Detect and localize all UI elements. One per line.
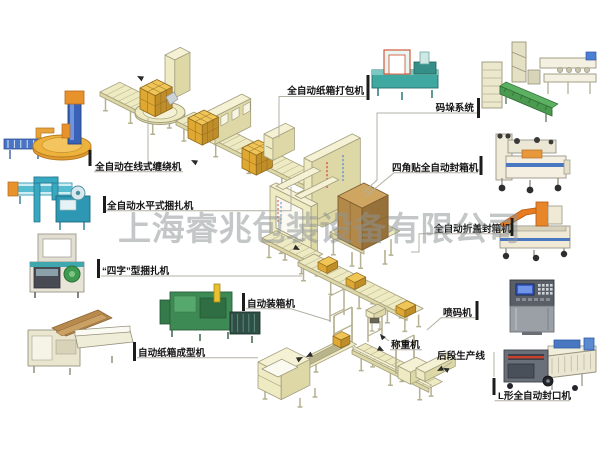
label-case-packer: 自动装箱机	[247, 298, 295, 310]
corner-sealer-machine	[495, 133, 571, 194]
label-l-sealer: L形全自动封口机	[498, 390, 571, 402]
palletizing-cell	[269, 133, 401, 273]
carton-strapper-machine	[371, 49, 439, 100]
horizontal-strapper-machine	[7, 176, 91, 230]
carton-former-machine	[27, 309, 134, 375]
label-checkweigher: 称重机	[391, 339, 420, 351]
label-tick-flap-sealer	[510, 218, 514, 236]
bagging-machine	[257, 347, 318, 408]
line-exit-beam	[415, 352, 456, 382]
label-tick-online-wrapper	[88, 150, 92, 166]
leader-backend-line	[442, 361, 453, 369]
label-tick-frame-strapper	[97, 259, 100, 278]
label-tick-carton-former	[133, 342, 136, 361]
label-tick-inkjet-printer	[475, 301, 479, 320]
leader-inkjet-printer	[426, 317, 475, 331]
label-online-wrapper: 全自动在线式缠绕机	[94, 161, 182, 173]
label-corner-sealer: 四角贴全自动封箱机	[392, 162, 479, 174]
wrapper-machine	[3, 90, 92, 161]
case-packer-machine	[159, 283, 261, 343]
leader-corner-sealer	[365, 172, 478, 197]
l-sealer-machine	[503, 337, 597, 391]
label-tick-corner-sealer	[479, 156, 483, 175]
leader-horizontal-strapper	[106, 187, 292, 212]
label-frame-strapper: “四字”型捆扎机	[102, 265, 170, 277]
label-tick-carton-strapper	[366, 75, 370, 100]
label-carton-former: 自动纸箱成型机	[138, 347, 206, 359]
label-tick-palletizer	[477, 98, 480, 118]
frame-strapper-machine	[29, 233, 85, 298]
leader-case-packer	[246, 308, 332, 322]
label-backend-line: 后段生产线	[437, 350, 485, 362]
label-tick-l-sealer	[492, 378, 496, 395]
label-horizontal-strapper: 全自动水平式捆扎机	[106, 200, 194, 212]
callout-labels: 全自动纸箱打包机 码垛系统 全自动在线式缠绕机 四角贴全自动封箱机 全自动水平式…	[88, 75, 571, 402]
leader-palletizer	[362, 112, 477, 194]
leader-flap-sealer	[411, 233, 510, 253]
label-flap-sealer: 全自动折盖封箱机	[433, 223, 511, 235]
label-carton-strapper: 全自动纸箱打包机	[286, 85, 364, 97]
watermark-text: 上海睿兆包装设备有限公司	[118, 211, 521, 248]
label-palletizer: 码垛系统	[436, 102, 475, 114]
inkjet-printer-machine	[509, 279, 555, 335]
label-inkjet-printer: 喷码机	[443, 307, 472, 319]
palletizer-machine	[481, 41, 597, 122]
leader-carton-strapper	[278, 96, 366, 138]
inline-checkweigher	[365, 303, 387, 332]
inline-wrapper-station	[134, 47, 191, 125]
inline-box-stack-2	[187, 109, 219, 146]
label-tick-case-packer	[242, 293, 245, 311]
label-tick-horizontal-strapper	[103, 196, 106, 213]
